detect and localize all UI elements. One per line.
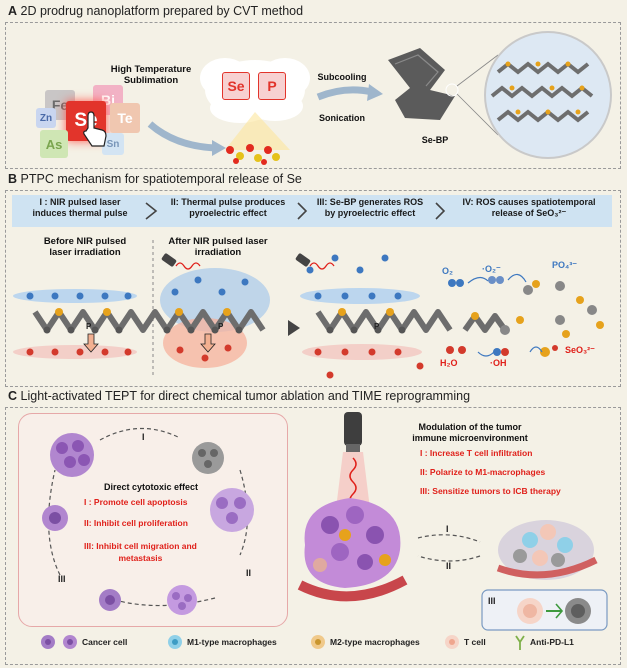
tile-zn: Zn bbox=[36, 108, 56, 128]
panel-b-frame bbox=[5, 190, 621, 387]
species-oh: ·OH bbox=[490, 358, 507, 368]
sebp-flake bbox=[388, 48, 455, 120]
cytotoxic-item-2: II: Inhibit cell proliferation bbox=[84, 518, 188, 528]
immune-item-1: I : Increase T cell infiltration bbox=[420, 448, 533, 458]
arrow-to-sebp bbox=[316, 86, 373, 101]
atom-p-after: P bbox=[218, 322, 224, 331]
cloud-tile-se: Se bbox=[222, 72, 250, 100]
cancer-cell-cluster-4 bbox=[167, 585, 197, 615]
cancer-cell-cluster-2 bbox=[192, 442, 224, 474]
atom-p-before: P bbox=[86, 322, 92, 331]
atom-p-right: P bbox=[374, 322, 380, 331]
particles bbox=[226, 144, 280, 165]
sublimation-label: High Temperature Sublimation bbox=[110, 64, 192, 86]
legend-m2: M2-type macrophages bbox=[330, 637, 420, 647]
arrow-label-2: II bbox=[446, 561, 452, 571]
arrow-to-cloud bbox=[147, 121, 216, 152]
immune-tumor-scene bbox=[496, 520, 598, 580]
species-o2: O₂ bbox=[442, 266, 453, 276]
legend-icons bbox=[41, 635, 525, 650]
arrow-label-1: I bbox=[446, 524, 449, 534]
panel-b-title: B PTPC mechanism for spatiotemporal rele… bbox=[8, 172, 302, 186]
tile-te: Te bbox=[110, 103, 140, 133]
species-superoxide: ·O₂⁻ bbox=[482, 264, 501, 274]
inset-cells bbox=[517, 598, 591, 624]
sebp-label: Se-BP bbox=[421, 135, 449, 145]
steps-band bbox=[12, 195, 612, 227]
laser-icon-2 bbox=[295, 253, 335, 270]
cytotoxic-item-3: III: Inhibit cell migration and metastas… bbox=[84, 541, 197, 563]
species-h2o: H₂O bbox=[440, 358, 458, 368]
legend-cancer-cell: Cancer cell bbox=[82, 637, 128, 647]
cytotoxic-item-1: I : Promote cell apoptosis bbox=[84, 497, 188, 507]
cancer-cell-cluster-1 bbox=[50, 433, 94, 477]
panel-c-title: C Light-activated TEPT for direct chemic… bbox=[8, 389, 471, 403]
panel-c-frame bbox=[5, 407, 621, 665]
species-po4: PO₄³⁻ bbox=[552, 260, 578, 270]
step-2: II: Thermal pulse produces pyroelectric … bbox=[170, 197, 286, 218]
before-label: Before NIR pulsed laser irradiation bbox=[43, 236, 127, 258]
hand-cursor-icon bbox=[83, 111, 107, 147]
step-1: I : NIR pulsed laser induces thermal pul… bbox=[32, 197, 128, 218]
immune-item-3: III: Sensitize tumors to ICB therapy bbox=[420, 486, 561, 496]
tile-as: As bbox=[40, 130, 68, 158]
cycle-label-3: III bbox=[58, 574, 66, 584]
tile-sn: Sn bbox=[102, 133, 124, 155]
after-label: After NIR pulsed laser irradiation bbox=[168, 236, 268, 258]
panel-a-title: A 2D prodrug nanoplatform prepared by CV… bbox=[8, 4, 304, 18]
legend-anti-pdl1: Anti-PD-L1 bbox=[530, 637, 574, 647]
cloud-tile-p: P bbox=[258, 72, 286, 100]
legend-t-cell: T cell bbox=[464, 637, 486, 647]
species-seo3: SeO₃²⁻ bbox=[565, 345, 595, 355]
cancer-cell-single-2 bbox=[42, 505, 68, 531]
inset-label: III bbox=[488, 596, 496, 606]
immune-title: Modulation of the tumor immune microenvi… bbox=[412, 422, 528, 443]
immune-item-2: II: Polarize to M1-macrophages bbox=[420, 467, 546, 477]
cycle-label-1: I bbox=[142, 432, 145, 442]
cycle-label-2: II bbox=[246, 568, 252, 578]
legend-m1: M1-type macrophages bbox=[187, 637, 277, 647]
step-4: IV: ROS causes spatiotemporal release of… bbox=[462, 197, 596, 218]
cytotoxic-title: Direct cytotoxic effect bbox=[103, 482, 199, 492]
panel-a-frame bbox=[5, 22, 621, 169]
step-3: III: Se-BP generates ROS by pyroelectric… bbox=[316, 197, 424, 218]
subcooling-label: Subcooling bbox=[317, 72, 367, 82]
laser-icon bbox=[161, 253, 201, 270]
cancer-cell-single-1 bbox=[99, 589, 121, 611]
tumor bbox=[297, 498, 408, 602]
cancer-cell-cluster-3 bbox=[210, 488, 254, 532]
sonication-label: Sonication bbox=[318, 113, 365, 123]
ros-molecules bbox=[446, 276, 604, 357]
